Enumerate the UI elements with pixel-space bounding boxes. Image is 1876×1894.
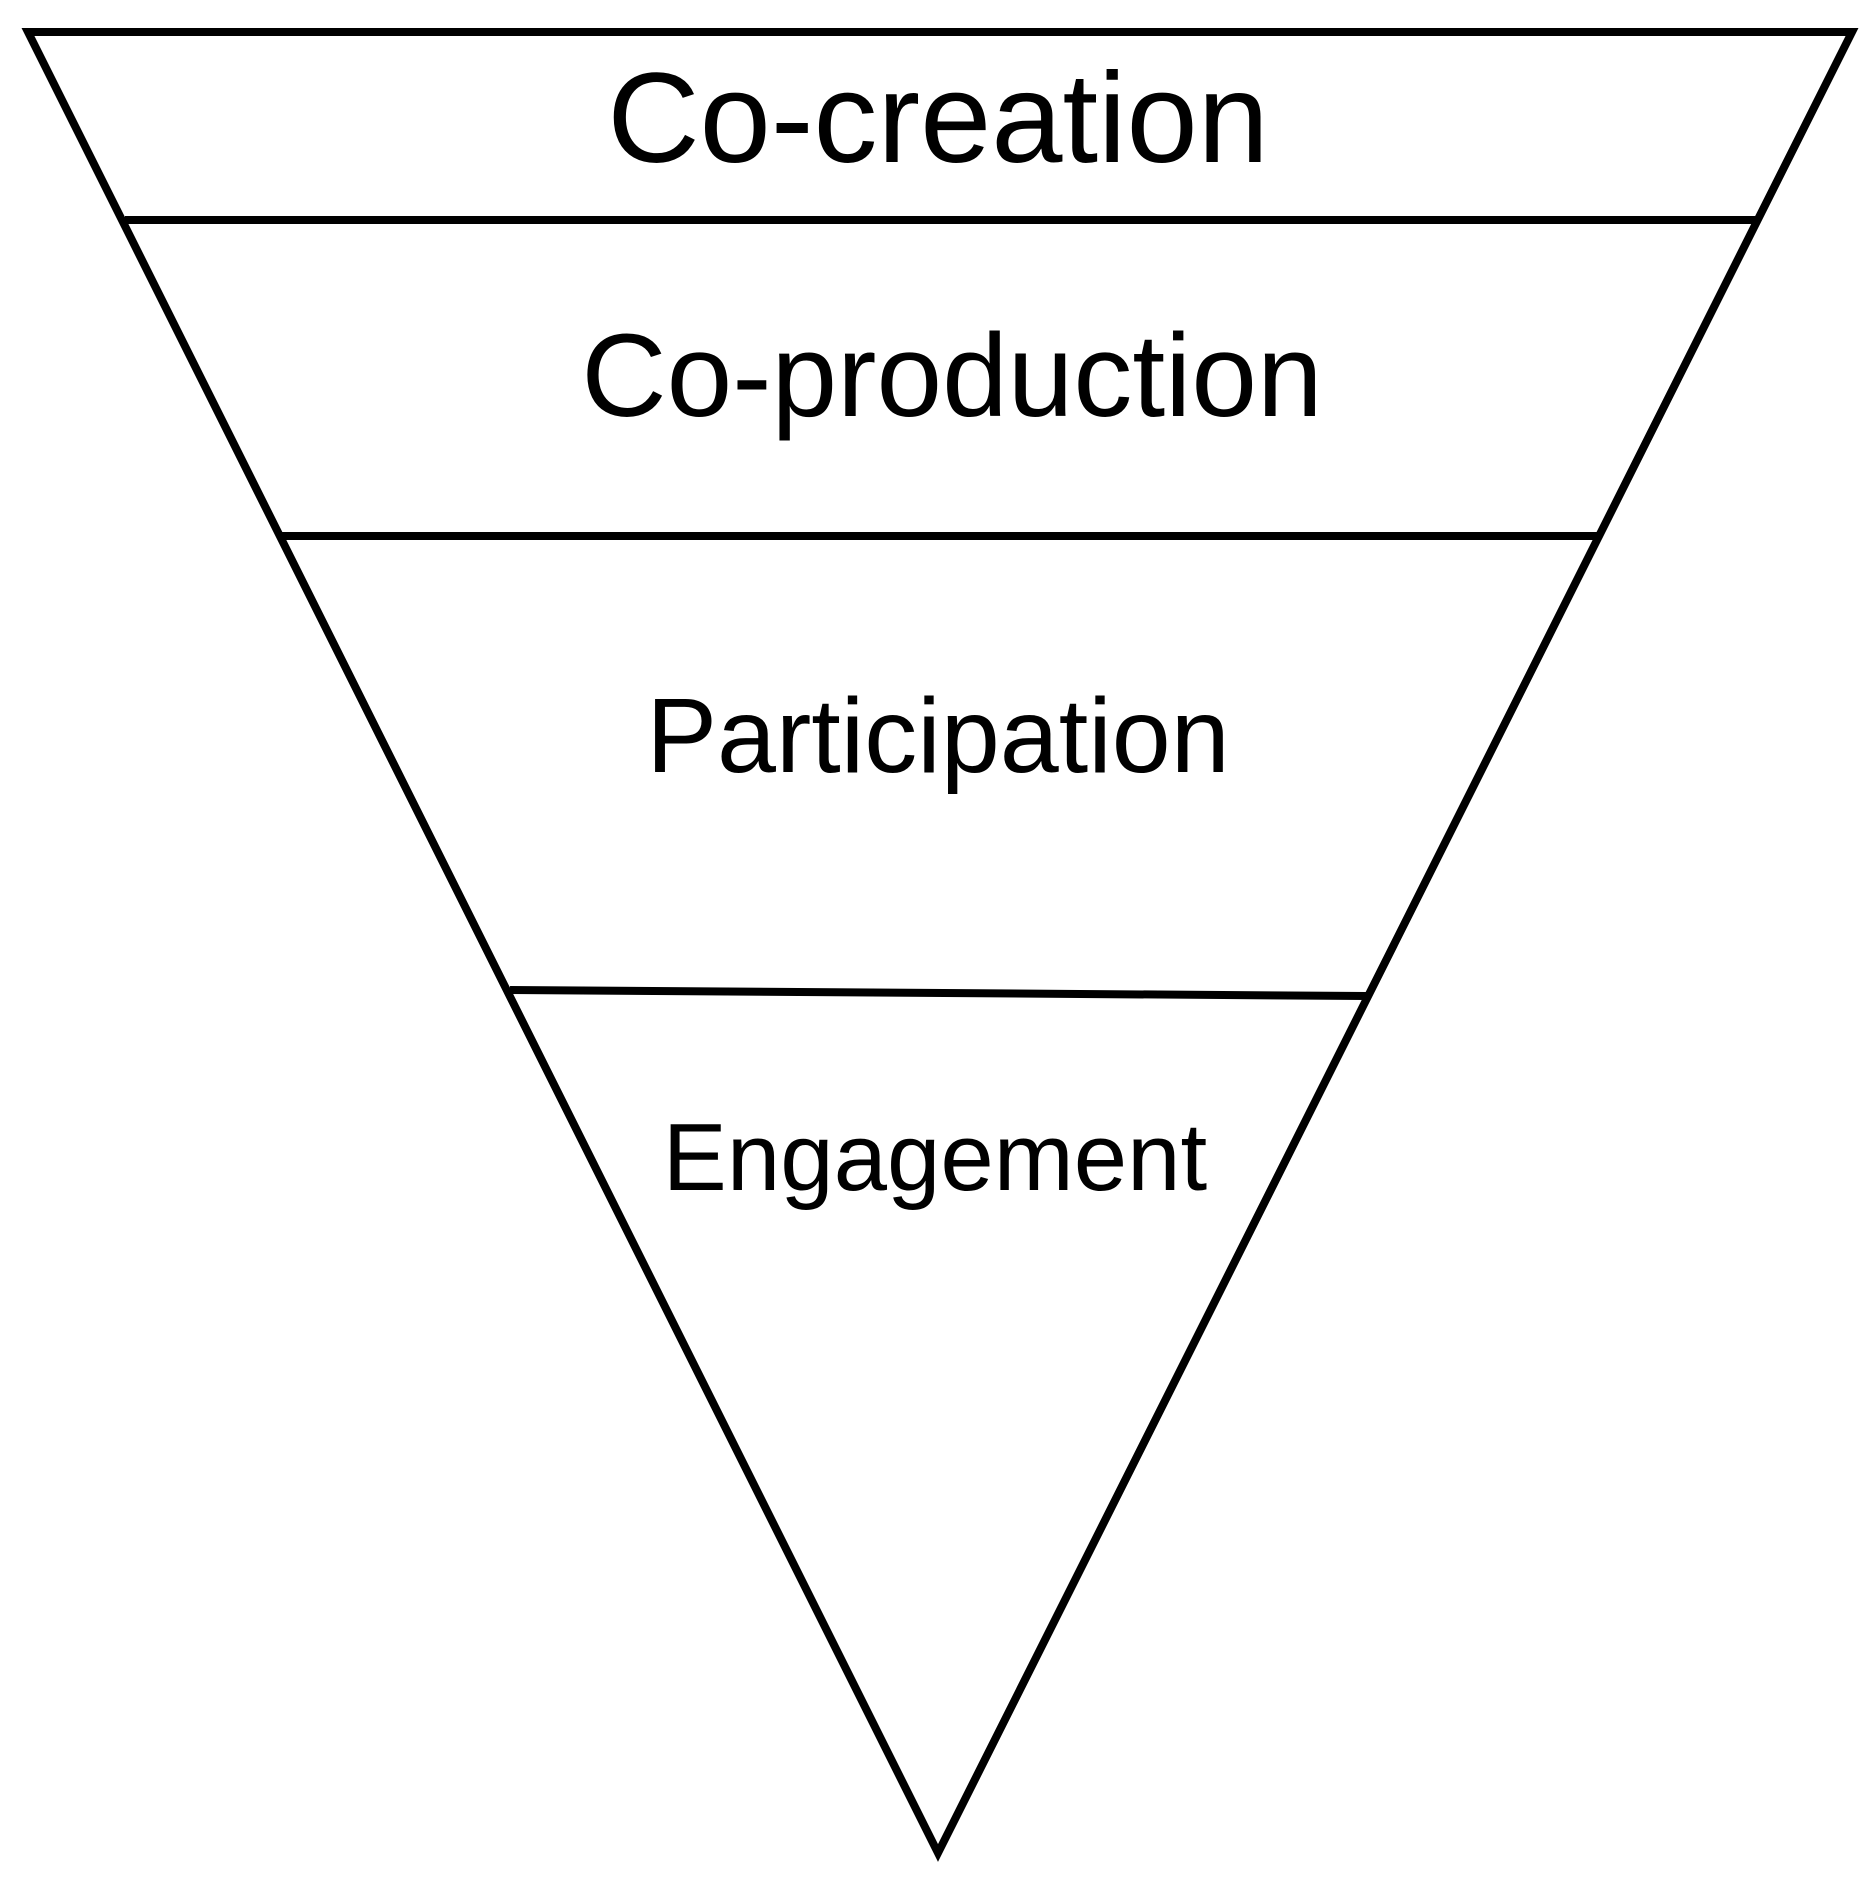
tier-label-co-production: Co-production bbox=[581, 310, 1322, 442]
tier-divider-3 bbox=[509, 986, 1368, 1000]
tier-label-participation: Participation bbox=[646, 677, 1229, 795]
tier-label-co-creation: Co-creation bbox=[607, 47, 1269, 190]
pyramid-outline bbox=[21, 28, 1859, 1862]
tier-label-engagement: Engagement bbox=[663, 1104, 1207, 1211]
